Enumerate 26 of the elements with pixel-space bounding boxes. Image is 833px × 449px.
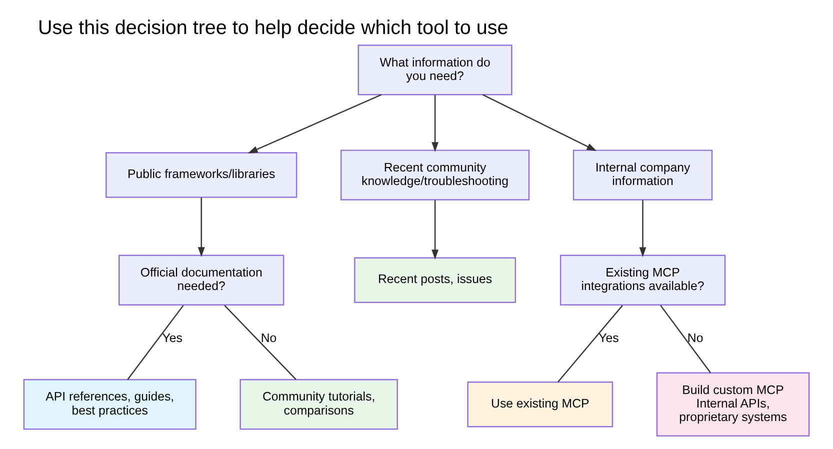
- node-box: API references, guides, best practices: [23, 379, 196, 430]
- connector: [127, 305, 184, 380]
- edge-label: No: [687, 330, 704, 345]
- node-box: Community tutorials, comparisons: [240, 379, 398, 430]
- connector: [660, 305, 711, 374]
- arrow: [432, 200, 439, 260]
- node-box: Public frameworks/libraries: [106, 152, 298, 198]
- node-box: Recent community knowledge/troubleshooting: [340, 150, 530, 200]
- node-box: Existing MCP integrations available?: [560, 254, 726, 306]
- node-box: What information do you need?: [358, 44, 512, 96]
- arrow: [248, 94, 382, 154]
- edge-label: No: [260, 330, 277, 345]
- node-box: Internal company information: [572, 150, 713, 200]
- edge-label: Yes: [598, 330, 619, 345]
- node-box: Build custom MCP Internal APIs, proprietary systems: [656, 372, 810, 437]
- arrow: [482, 94, 597, 152]
- node-box: Official documentation needed?: [118, 254, 284, 306]
- edge-label: Yes: [162, 330, 182, 345]
- arrow: [639, 200, 646, 258]
- node-box: Use existing MCP: [467, 382, 614, 428]
- arrow: [432, 95, 439, 152]
- diagram-title: Use this decision tree to help decide which tool to use: [38, 16, 508, 39]
- node-box: Recent posts, issues: [354, 257, 516, 304]
- connector: [224, 305, 296, 380]
- arrow: [198, 198, 205, 258]
- connector: [558, 305, 623, 382]
